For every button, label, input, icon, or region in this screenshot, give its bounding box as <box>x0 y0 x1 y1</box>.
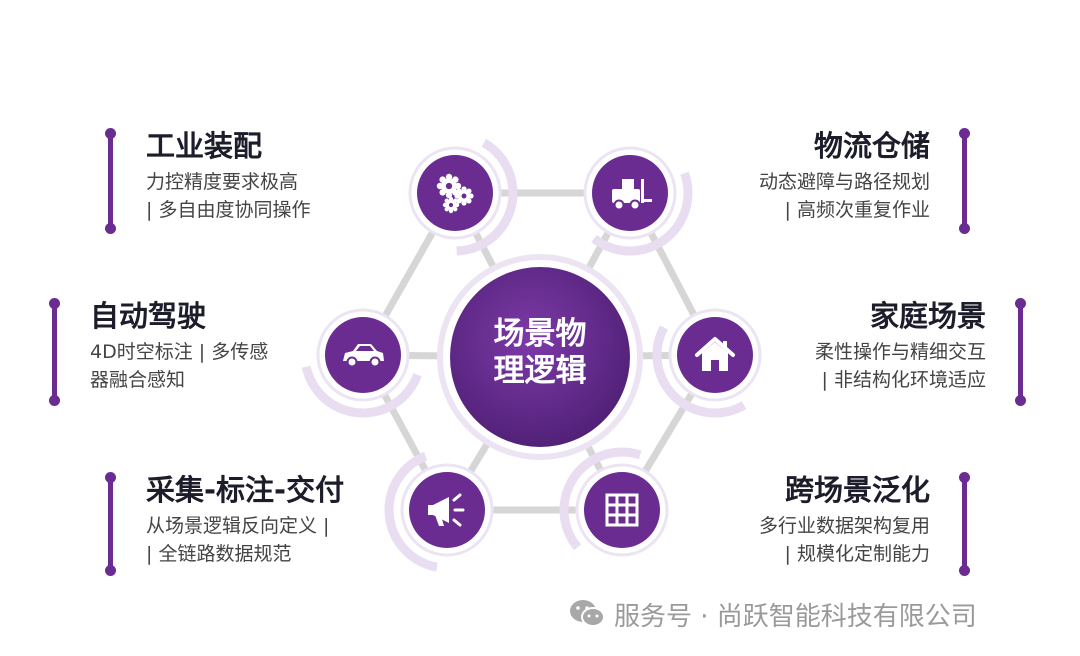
scene-home: 家庭场景 柔性操作与精细交互 | 非结构化环境适应 <box>756 298 1026 406</box>
center-title-line2: 理逻辑 <box>494 353 587 389</box>
house-icon <box>695 337 735 371</box>
accent-bar <box>105 128 116 234</box>
grid-icon <box>605 493 639 527</box>
scene-title: 家庭场景 <box>869 299 986 333</box>
node-logistics-warehouse <box>567 130 693 256</box>
megaphone-icon <box>428 493 465 527</box>
node-home-scene <box>652 292 778 418</box>
scene-desc-line1: 动态避障与路径规划 <box>758 171 930 193</box>
node-glow-arc <box>559 447 685 573</box>
scene-title: 采集-标注-交付 <box>146 473 345 507</box>
footer-text: 服务号 · 尚跃智能科技有限公司 <box>614 601 977 632</box>
scene-desc-line1: 多行业数据架构复用 <box>758 515 930 537</box>
scene-desc-line2: | 规模化定制能力 <box>784 543 930 565</box>
forklift-truck-icon <box>612 179 652 211</box>
node-industrial-assembly <box>392 130 518 256</box>
node-glow-arc <box>567 130 693 256</box>
scene-desc-line1: 力控精度要求极高 <box>146 171 299 193</box>
scene-title: 物流仓储 <box>813 129 930 163</box>
car-icon <box>343 344 384 368</box>
scene-industrial-assembly: 工业装配 力控精度要求极高 | 多自由度协同操作 <box>105 128 368 234</box>
scene-desc-line1: 从场景逻辑反向定义 | <box>146 515 330 537</box>
node-glow-arc <box>392 130 518 256</box>
scene-desc-line1: 柔性操作与精细交互 <box>814 341 986 363</box>
footer-watermark: 服务号 · 尚跃智能科技有限公司 <box>568 594 977 634</box>
accent-bar <box>49 298 60 406</box>
accent-bar <box>959 472 970 576</box>
accent-bar <box>105 472 116 576</box>
wechat-icon <box>570 600 605 627</box>
scene-title: 工业装配 <box>146 129 263 163</box>
scene-collect-annotate-deliver: 采集-标注-交付 从场景逻辑反向定义 | | 全链路数据规范 <box>105 472 368 576</box>
node-disc <box>584 472 660 548</box>
scene-title: 跨场景泛化 <box>784 473 930 507</box>
scene-cross-scene-generalization: 跨场景泛化 多行业数据架构复用 | 规模化定制能力 <box>700 472 970 576</box>
center-title-line1: 场景物 <box>494 316 587 352</box>
node-glow-arc <box>652 292 778 418</box>
node-collect-annotate-deliver <box>384 447 510 573</box>
node-glow-arc <box>384 447 510 573</box>
scene-logistics-warehouse: 物流仓储 动态避障与路径规划 | 高频次重复作业 <box>700 128 970 234</box>
node-autonomous-driving <box>300 292 426 418</box>
node-glow-arc <box>300 292 426 418</box>
scene-desc-line2: | 全链路数据规范 <box>146 543 292 565</box>
node-cross-scene-generalization <box>559 447 685 573</box>
center-hub: 场景物 理逻辑 <box>437 254 643 460</box>
gears-icon <box>436 173 474 214</box>
scene-desc-line1: 4D时空标注 | 多传感 <box>90 341 269 363</box>
accent-bar <box>959 128 970 234</box>
scene-title: 自动驾驶 <box>90 299 207 333</box>
scene-desc-line2: | 多自由度协同操作 <box>146 199 311 221</box>
scene-desc-line2: | 非结构化环境适应 <box>821 369 986 391</box>
scene-desc-line2: 器融合感知 <box>90 369 186 391</box>
scene-autonomous-driving: 自动驾驶 4D时空标注 | 多传感 器融合感知 <box>49 298 312 406</box>
scene-desc-line2: | 高频次重复作业 <box>784 199 930 221</box>
accent-bar <box>1015 298 1026 406</box>
